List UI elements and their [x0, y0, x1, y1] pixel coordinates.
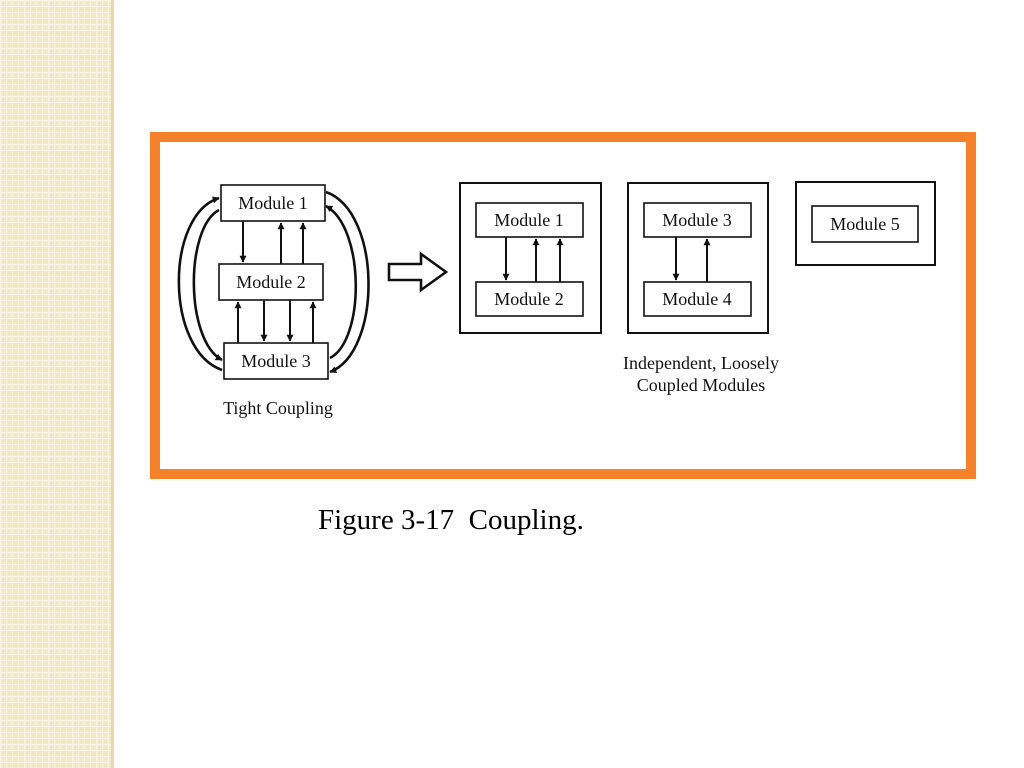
- tight-module-2-label: Module 2: [236, 272, 306, 292]
- tight-coupling-label: Tight Coupling: [223, 398, 333, 418]
- tight-right-outer-curve: [325, 190, 370, 374]
- loose-module-4-box: [643, 281, 752, 317]
- loose-coupling-label-line-2: Coupled Modules: [637, 375, 766, 395]
- tight-module-2-box: [218, 263, 324, 301]
- tight-module-1-box: [220, 184, 326, 222]
- tight-left-inner-curve: [192, 208, 223, 362]
- tight-left-outer-curve: [177, 196, 223, 372]
- loose-module-3-box: [643, 202, 752, 238]
- loose-coupling-label-line-1: Independent, Loosely: [623, 353, 779, 373]
- figure-caption: Figure 3-17 Coupling.: [318, 504, 584, 536]
- tight-coupling-group: Module 1 Module 2 Module 3 Tight Couplin…: [177, 184, 370, 418]
- loose-module-5-label: Module 5: [830, 214, 900, 234]
- loose-module-2-label: Module 2: [494, 289, 564, 309]
- loose-group-1: Module 1 Module 2: [459, 182, 602, 334]
- loose-group-2: Module 3 Module 4: [627, 182, 769, 334]
- tight-module-3-label: Module 3: [241, 351, 311, 371]
- loose-module-1-label: Module 1: [494, 210, 564, 230]
- loose-module-3-label: Module 3: [662, 210, 732, 230]
- loose-module-4-label: Module 4: [662, 289, 732, 309]
- loose-module-5-box: [811, 205, 919, 243]
- side-decoration: [0, 0, 114, 768]
- loose-module-2-box: [475, 281, 584, 317]
- tight-right-inner-curve: [325, 204, 358, 360]
- loose-module-1-box: [475, 202, 584, 238]
- transition-arrow: [387, 251, 449, 293]
- tight-module-3-box: [223, 342, 329, 380]
- tight-module-1-label: Module 1: [238, 193, 308, 213]
- loose-group-3: Module 5: [795, 181, 936, 266]
- side-decoration-edge: [111, 0, 114, 768]
